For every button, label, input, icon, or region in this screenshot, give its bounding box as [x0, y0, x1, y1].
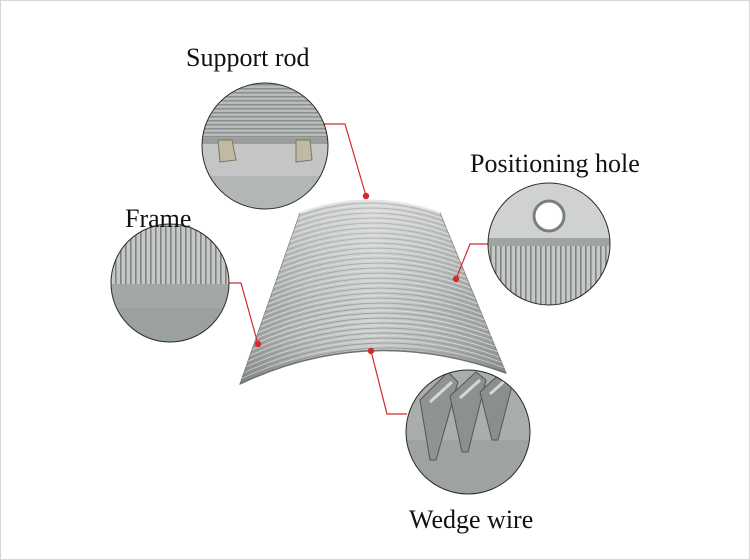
marker-support-rod — [362, 192, 370, 200]
label-positioning-hole: Positioning hole — [470, 149, 640, 178]
marker-wedge-wire — [367, 347, 375, 355]
marker-frame — [254, 340, 262, 348]
label-frame: Frame — [125, 204, 192, 233]
leader-positioning-hole — [455, 243, 489, 280]
label-support-rod: Support rod — [186, 43, 310, 72]
label-wedge-wire: Wedge wire — [409, 505, 534, 534]
leader-wedge-wire — [370, 350, 407, 415]
wedge-wire-detail — [405, 369, 531, 495]
support-rod-detail — [201, 82, 329, 210]
screen-panel — [239, 199, 507, 385]
leader-lines — [220, 123, 489, 415]
positioning-hole-detail — [487, 182, 611, 306]
leader-support-rod — [318, 123, 367, 197]
marker-positioning-hole — [452, 275, 460, 283]
frame-detail — [110, 223, 230, 343]
